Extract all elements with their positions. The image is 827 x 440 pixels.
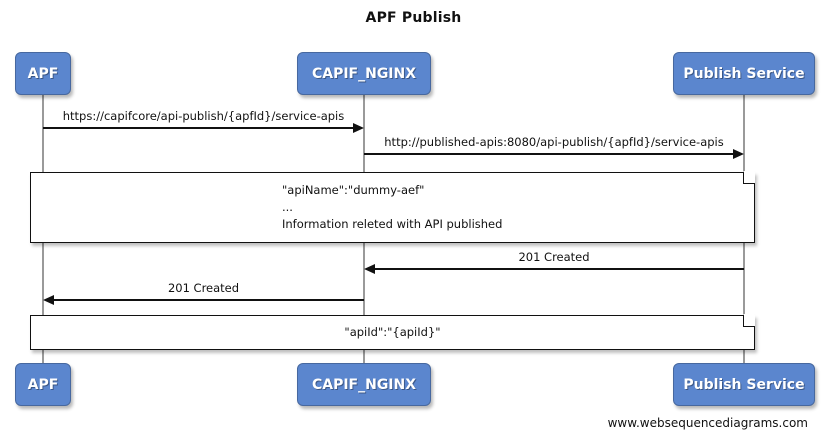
participant-label: Publish Service bbox=[683, 65, 805, 82]
note-line: "apiId":"{apiId}" bbox=[344, 325, 441, 339]
note-fold-corner-icon bbox=[743, 171, 755, 184]
participant-label: CAPIF_NGINX bbox=[311, 65, 417, 82]
footer-credit: www.websequencediagrams.com bbox=[607, 416, 808, 430]
message-label: http://published-apis:8080/api-publish/{… bbox=[384, 135, 724, 149]
note-response-payload: "apiId":"{apiId}" bbox=[30, 314, 755, 350]
message-line bbox=[374, 268, 744, 270]
arrowhead-right-icon bbox=[733, 149, 744, 159]
message-label: https://capifcore/api-publish/{apfId}/se… bbox=[62, 109, 345, 123]
note-line: ... bbox=[282, 200, 293, 214]
participant-label: APF bbox=[27, 376, 59, 393]
participant-label: Publish Service bbox=[683, 376, 805, 393]
participant-apf-top[interactable]: APF bbox=[15, 52, 71, 95]
arrowhead-right-icon bbox=[353, 123, 364, 133]
note-line: Information releted with API published bbox=[282, 217, 503, 231]
message-line bbox=[43, 127, 354, 129]
participant-capif-nginx-top[interactable]: CAPIF_NGINX bbox=[297, 52, 431, 95]
participant-publish-service-top[interactable]: Publish Service bbox=[673, 52, 815, 95]
page-title: APF Publish bbox=[365, 10, 462, 26]
participant-capif-nginx-bottom[interactable]: CAPIF_NGINX bbox=[297, 363, 431, 406]
message-label: 201 Created bbox=[167, 281, 240, 295]
participant-apf-bottom[interactable]: APF bbox=[15, 363, 71, 406]
participant-label: CAPIF_NGINX bbox=[311, 376, 417, 393]
message-label: 201 Created bbox=[518, 250, 590, 264]
note-body: "apiId":"{apiId}" bbox=[31, 316, 754, 349]
participant-publish-service-bottom[interactable]: Publish Service bbox=[673, 363, 815, 406]
note-body: "apiName":"dummy-aef" ... Information re… bbox=[31, 173, 827, 242]
arrowhead-left-icon bbox=[43, 295, 54, 305]
arrowhead-left-icon bbox=[364, 264, 375, 274]
message-line bbox=[53, 299, 364, 301]
note-request-payload: "apiName":"dummy-aef" ... Information re… bbox=[30, 171, 755, 243]
message-line bbox=[364, 153, 734, 155]
participant-label: APF bbox=[27, 65, 59, 82]
note-fold-corner-icon bbox=[743, 314, 755, 327]
note-line: "apiName":"dummy-aef" bbox=[282, 183, 425, 197]
